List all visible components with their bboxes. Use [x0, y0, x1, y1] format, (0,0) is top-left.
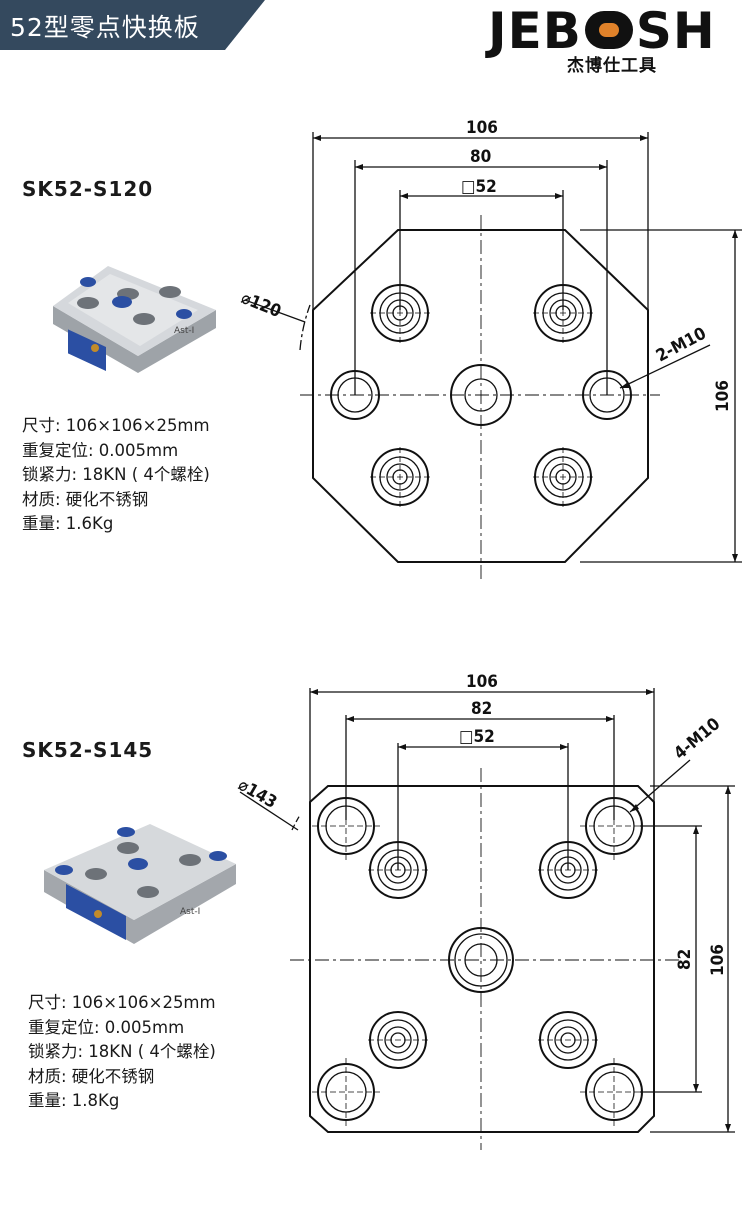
banner-shape — [0, 0, 265, 50]
spec-list: 尺寸: 106×106×25mm 重复定位: 0.005mm 锁紧力: 18KN… — [28, 991, 216, 1114]
dim-square: □52 — [459, 727, 495, 747]
dim-bolt-pitch: 82 — [471, 699, 492, 719]
logo-subtitle: 杰博仕工具 — [567, 56, 657, 76]
dim-thread: 4-M10 — [670, 714, 724, 764]
product-photo: Ast-I — [44, 824, 236, 944]
dim-square: □52 — [461, 177, 497, 197]
spec-weight: 重量: 1.6Kg — [22, 514, 114, 533]
dim-outer-width: 106 — [466, 118, 498, 138]
logo-text-start: JEB — [488, 2, 582, 60]
spec-size: 尺寸: 106×106×25mm — [22, 416, 210, 435]
product-photo — [53, 266, 216, 373]
logo-text-end: SH — [635, 2, 716, 60]
spec-list: 尺寸: 106×106×25mm 重复定位: 0.005mm 锁紧力: 18KN… — [22, 414, 210, 537]
plate-marking: Ast-I — [180, 907, 200, 917]
dim-bolt-pitch-vertical: 82 — [675, 949, 695, 970]
model-name: SK52-S145 — [22, 738, 154, 762]
spec-material: 材质: 硬化不锈钢 — [28, 1066, 155, 1086]
spec-clamping-force: 锁紧力: 18KN ( 4个螺栓) — [28, 1042, 216, 1061]
spec-clamping-force: 锁紧力: 18KN ( 4个螺栓) — [22, 465, 210, 484]
dim-bolt-pitch: 80 — [470, 147, 491, 167]
plate-marking: Ast-I — [174, 326, 194, 336]
dim-height: 106 — [713, 380, 733, 412]
spec-material: 材质: 硬化不锈钢 — [22, 489, 149, 509]
model-name: SK52-S120 — [22, 177, 154, 201]
dim-height: 106 — [708, 944, 728, 976]
logo-o-icon — [583, 4, 635, 49]
plate-marking-layer: Ast-I — [174, 326, 194, 336]
spec-repeatability: 重复定位: 0.005mm — [22, 440, 179, 460]
spec-repeatability: 重复定位: 0.005mm — [28, 1017, 185, 1037]
logo-wordmark: JEB SH — [488, 2, 716, 60]
dim-outer-width: 106 — [466, 672, 498, 692]
spec-weight: 重量: 1.8Kg — [28, 1091, 120, 1110]
technical-drawing: 106 80 □52 ⌀120 2-M10 106 — [238, 118, 742, 580]
page-title: 52型零点快换板 — [10, 13, 200, 42]
header-banner: 52型零点快换板 — [0, 0, 265, 50]
spec-size: 尺寸: 106×106×25mm — [28, 993, 216, 1012]
dim-diameter: ⌀143 — [235, 775, 281, 813]
